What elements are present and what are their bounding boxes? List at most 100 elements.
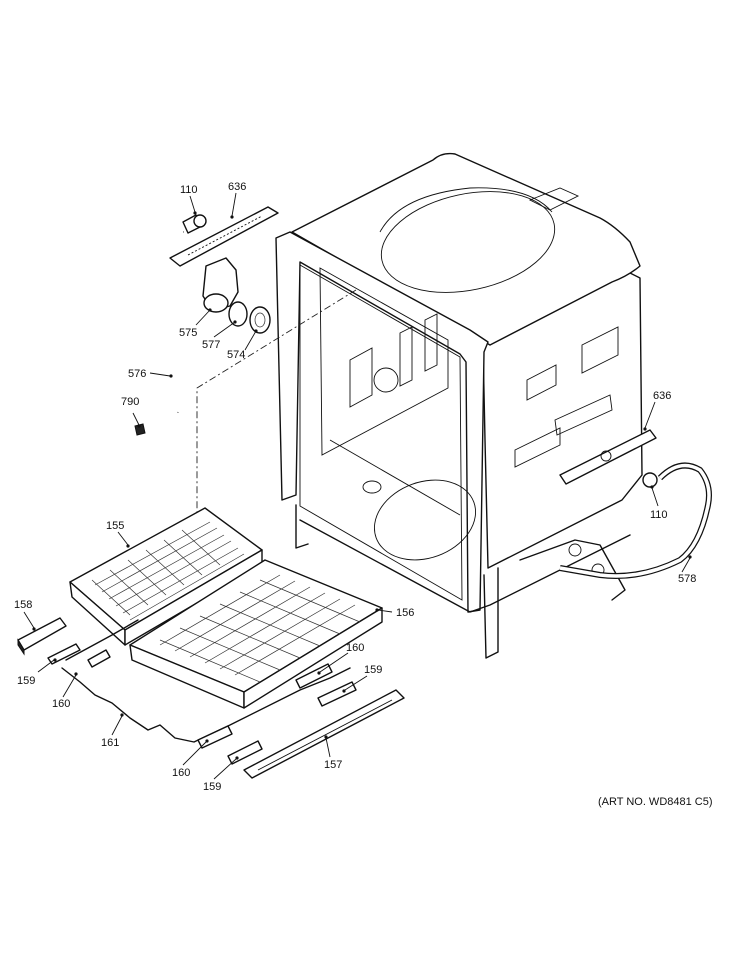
fitting-110-upper-end — [193, 214, 207, 228]
hose-578 — [559, 463, 711, 578]
tub-top-notch — [528, 187, 580, 211]
right-fill-parts — [559, 429, 712, 579]
side-opening — [581, 326, 619, 374]
leader-tip — [126, 544, 130, 548]
vent-575-port — [203, 293, 229, 313]
callout-578: 578 — [678, 573, 697, 585]
rail-161 — [61, 667, 351, 743]
leader-tip — [317, 671, 321, 675]
leader-574 — [244, 330, 257, 351]
leader-tip — [137, 424, 141, 428]
side-opening — [554, 394, 613, 436]
leader-tip — [53, 658, 57, 662]
leader-160-mid — [319, 652, 349, 673]
leader-156 — [377, 609, 393, 613]
leader-tip — [233, 320, 237, 324]
callout-156: 156 — [396, 607, 415, 619]
slide-158 — [17, 617, 67, 651]
callout-159-lower: 159 — [203, 781, 222, 793]
tub-sump — [373, 479, 477, 561]
tub-vent-slot — [399, 326, 413, 387]
screw-790 — [134, 423, 146, 436]
callout-110-upper: 110 — [180, 184, 198, 196]
rack-156-grid — [159, 579, 361, 683]
leader-110-upper — [189, 195, 196, 213]
leader-tip — [375, 608, 379, 612]
tub-floor-fitting — [362, 480, 382, 494]
leader-tip — [230, 215, 234, 219]
tub-left-leg — [295, 504, 309, 549]
leader-160-lower — [182, 741, 207, 766]
leader-tip — [205, 739, 209, 743]
stop-159-lower — [227, 740, 263, 765]
rack-156-tines — [159, 574, 356, 676]
side-opening — [526, 364, 557, 401]
leader-110-lower — [651, 487, 659, 507]
nut-574 — [249, 306, 271, 334]
leader-tip — [643, 427, 647, 431]
side-opening — [514, 427, 561, 468]
callout-574: 574 — [227, 349, 246, 361]
tub-interior — [299, 264, 463, 601]
leader-159-left — [37, 659, 55, 673]
callout-160-lower: 160 — [172, 767, 191, 779]
leader-155 — [117, 531, 129, 546]
tub-floor-edge — [329, 439, 461, 516]
roller-160-left — [87, 649, 111, 668]
tub-front-frame — [275, 231, 489, 613]
leader-636-upper — [231, 192, 237, 217]
callout-159-right: 159 — [364, 664, 383, 676]
leader-tip — [650, 485, 654, 489]
leader-tip — [193, 211, 197, 215]
tub-bottom-bracket — [519, 539, 626, 601]
callout-636-lower: 636 — [653, 390, 672, 402]
leader-577 — [213, 321, 236, 338]
rack-156-side — [243, 607, 383, 709]
callout-159-left: 159 — [17, 675, 36, 687]
leader-576 — [149, 372, 171, 377]
leader-tip — [342, 689, 346, 693]
rack-156 — [129, 559, 383, 709]
dishwasher-tub — [196, 152, 643, 659]
callout-160-left: 160 — [52, 698, 71, 710]
gasket-636-upper-holes — [187, 215, 263, 256]
fill-vent-parts — [134, 206, 279, 436]
callout-790: 790 — [121, 396, 140, 408]
leader-159-lower — [213, 758, 237, 780]
leader-tip — [324, 735, 328, 739]
callout-157: 157 — [324, 759, 343, 771]
rack-155-grid — [91, 529, 221, 616]
slide-157-groove — [257, 699, 393, 771]
tub-drain-hole — [373, 367, 399, 393]
leader-161 — [111, 715, 123, 736]
rail-161-rear — [65, 619, 139, 661]
leader-tip — [208, 308, 212, 312]
rack-155 — [69, 507, 263, 646]
stop-159-right — [317, 681, 357, 707]
leader-tip — [120, 713, 124, 717]
callout-161: 161 — [101, 737, 120, 749]
bracket-bolt — [568, 543, 582, 557]
leader-790 — [132, 412, 140, 426]
rack-155-tines — [94, 521, 245, 621]
tub-front-leg — [483, 567, 499, 659]
leader-636-lower — [644, 401, 656, 429]
leader-157 — [325, 737, 331, 758]
leader-lines — [23, 192, 692, 780]
callout-110-lower: 110 — [650, 509, 668, 521]
leader-158 — [23, 611, 35, 629]
gasket-636-lower-port — [600, 450, 612, 462]
slide-158-end — [17, 638, 25, 656]
hose-576 — [144, 230, 184, 413]
leader-tip — [235, 756, 239, 760]
fitting-110-lower — [642, 472, 658, 488]
leader-tip — [32, 627, 36, 631]
tub-top-ring — [380, 191, 556, 293]
o-ring-577-inner — [233, 306, 243, 322]
leader-tip — [254, 329, 258, 333]
leader-159-right — [344, 675, 368, 691]
tub-vent-slot — [349, 347, 373, 408]
leader-tip — [169, 374, 173, 378]
